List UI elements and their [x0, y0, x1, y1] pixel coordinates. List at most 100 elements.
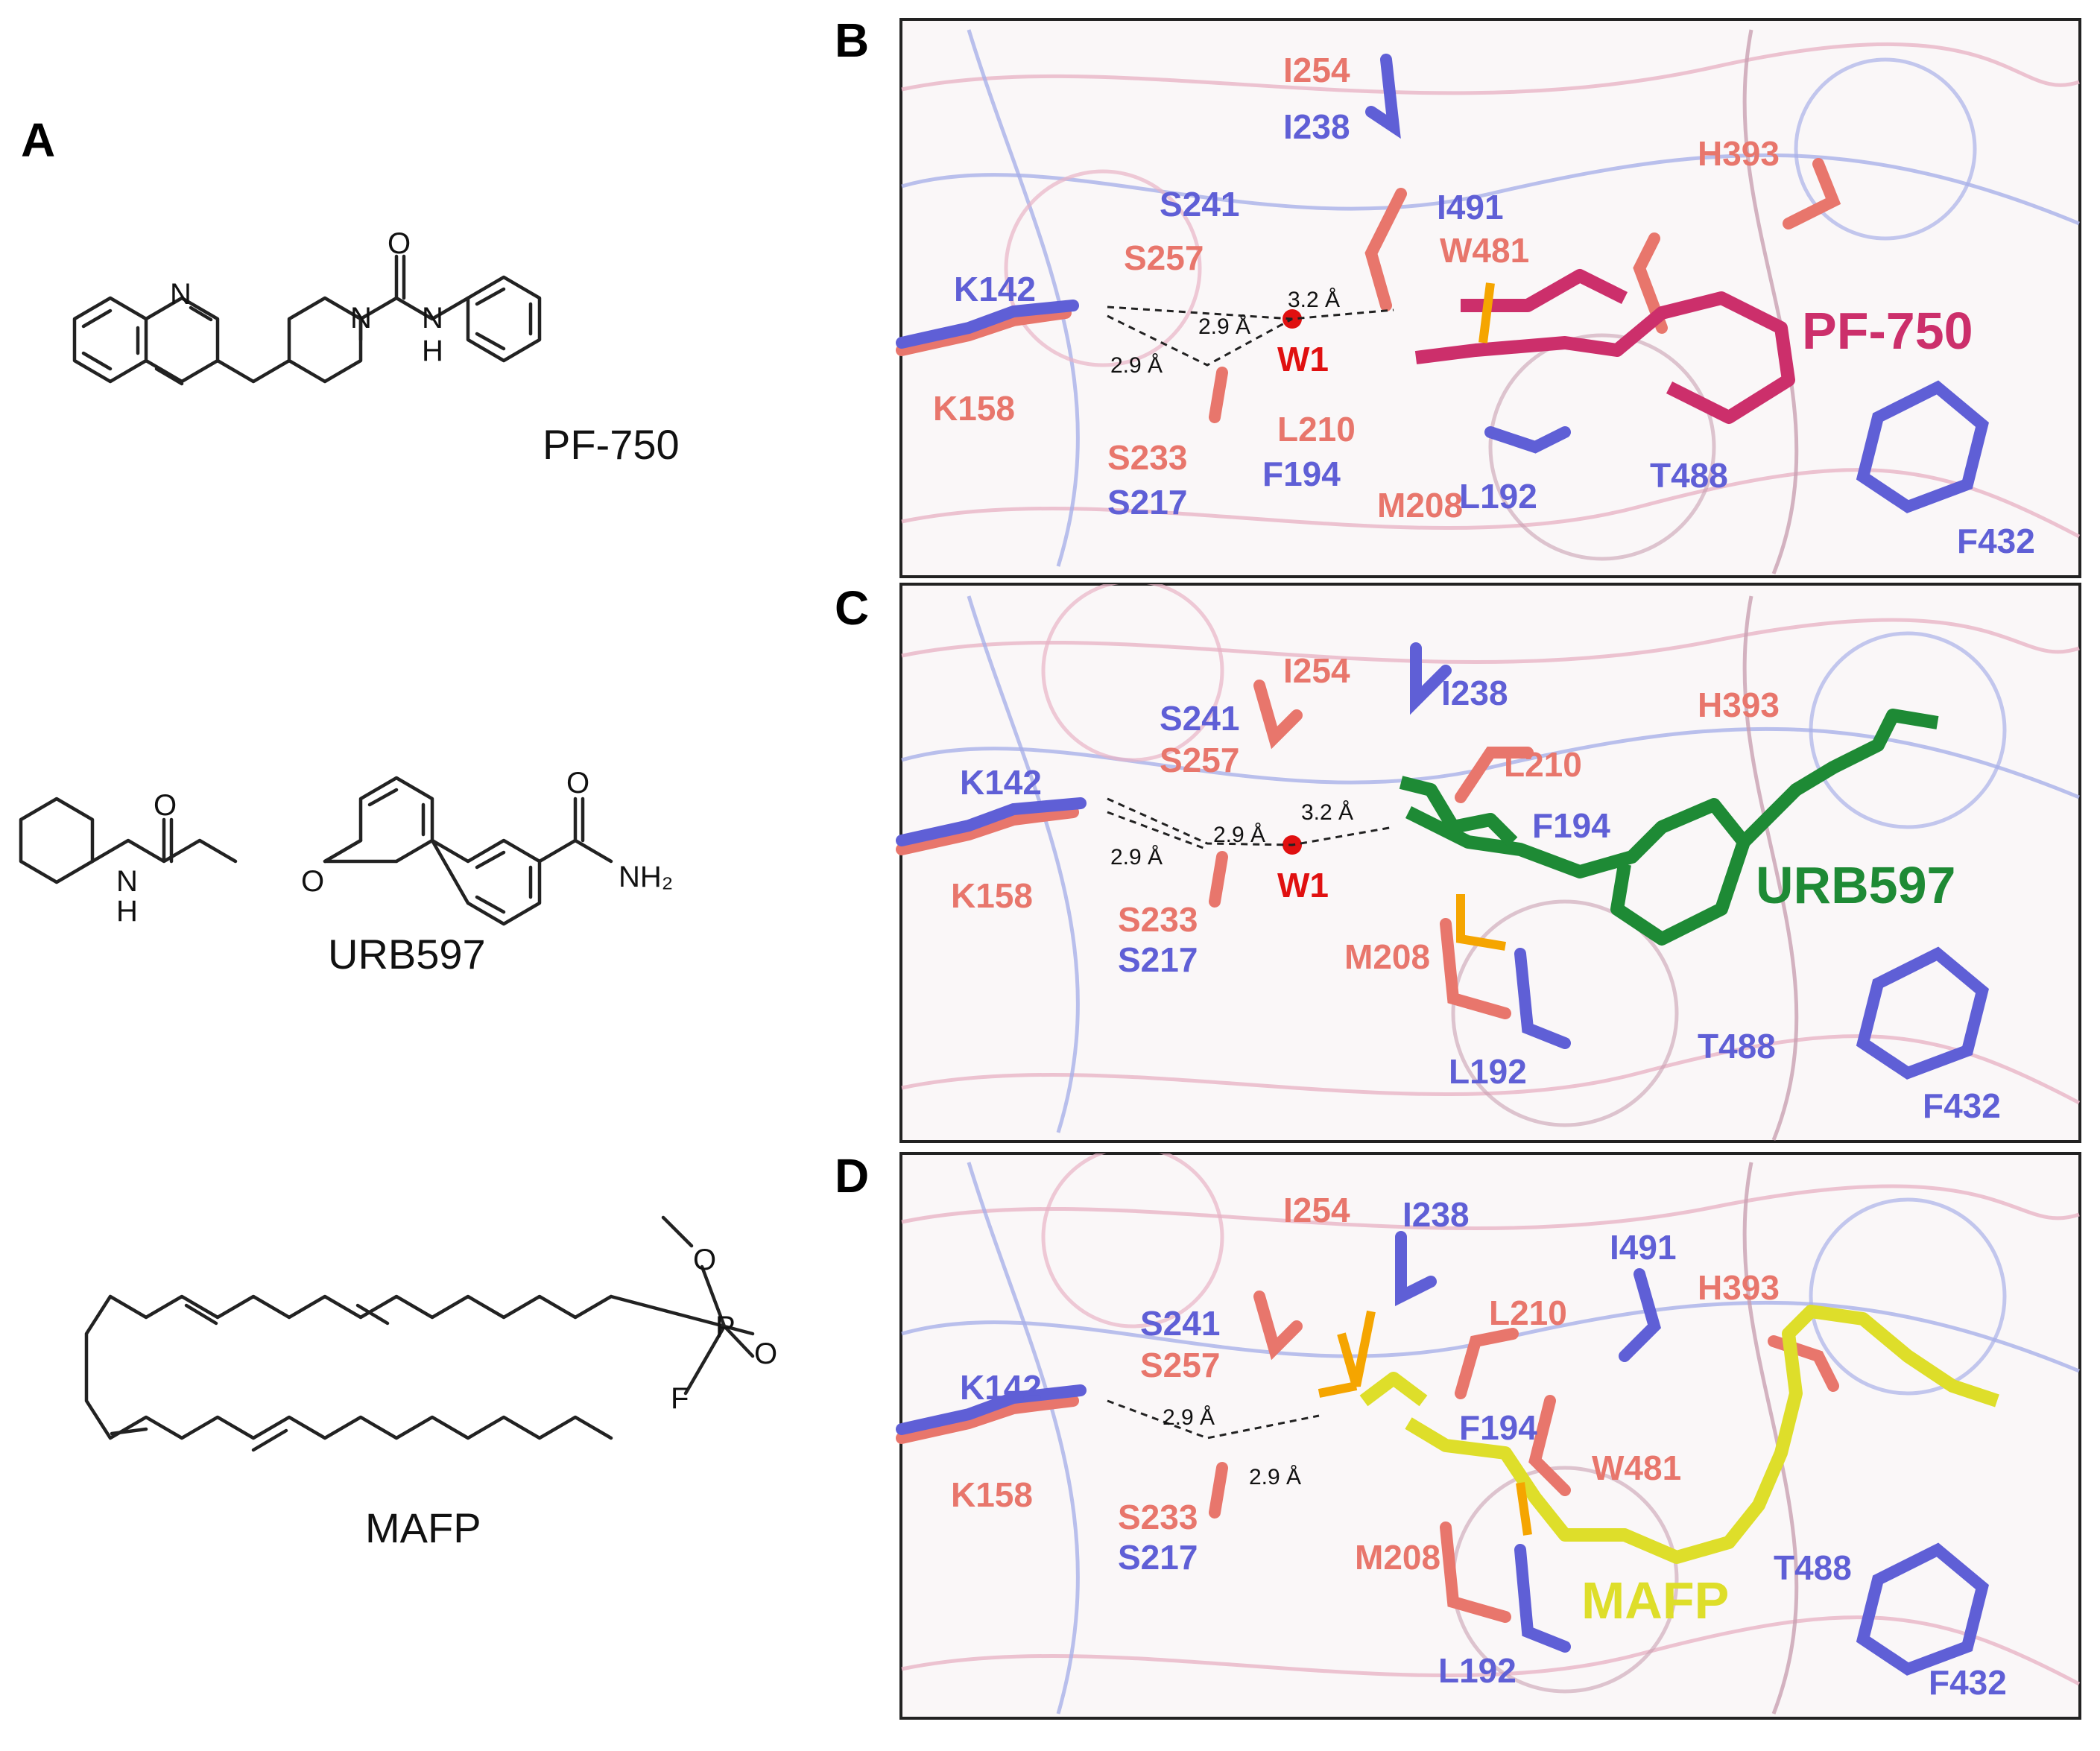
atom-o-urea: O: [388, 227, 411, 260]
label-i254-c: I254: [1283, 651, 1350, 690]
label-i254-b: I254: [1283, 51, 1350, 89]
dist-d-1: 2.9 Å: [1163, 1405, 1215, 1430]
molecule-name-pf750: PF-750: [543, 421, 680, 468]
label-k142-c: K142: [960, 763, 1042, 802]
pf750-structure: N O N N H PF-750: [72, 227, 680, 468]
dist-c-1: 3.2 Å: [1301, 800, 1353, 825]
label-s233-b: S233: [1107, 438, 1187, 477]
label-w1-c: W1: [1277, 866, 1329, 905]
label-f194-d: F194: [1459, 1408, 1537, 1447]
panel-label-b: B: [835, 13, 869, 67]
label-l210-d: L210: [1489, 1294, 1567, 1332]
atom-n-quinoline: N: [170, 278, 192, 311]
label-i254-d: I254: [1283, 1191, 1350, 1229]
label-i491-d: I491: [1610, 1228, 1677, 1267]
label-s217-c: S217: [1118, 940, 1198, 979]
label-s241-b: S241: [1160, 185, 1239, 224]
mafp-structure: O P O F MAFP: [84, 1215, 777, 1551]
molecule-name-mafp: MAFP: [365, 1504, 481, 1551]
dist-b-2: 2.9 Å: [1198, 314, 1250, 339]
atom-n-piperidine: N: [350, 302, 372, 335]
panel-c-frame: [899, 583, 2081, 1143]
dist-d-2: 2.9 Å: [1249, 1465, 1301, 1489]
label-t488-b: T488: [1650, 456, 1728, 495]
molecule-name-urb597: URB597: [328, 931, 486, 978]
atom-o-ester: O: [301, 865, 324, 898]
label-w481-b: W481: [1440, 231, 1529, 270]
panel-c-labels: I254 I238 H393 S241 S257 L210 K142 3.2 Å…: [951, 651, 2001, 1125]
label-f194-b: F194: [1262, 455, 1341, 493]
dist-b-1: 3.2 Å: [1288, 288, 1340, 312]
label-h393-c: H393: [1698, 685, 1780, 724]
atom-o-carbonyl: O: [154, 789, 177, 822]
label-h393-d: H393: [1698, 1268, 1780, 1307]
label-s257-d: S257: [1140, 1346, 1220, 1384]
panel-d-sticks: [896, 1231, 1999, 1676]
label-i238-b: I238: [1283, 107, 1350, 146]
label-s233-d: S233: [1118, 1498, 1198, 1536]
panel-label-a: A: [21, 113, 55, 167]
label-f432-b: F432: [1957, 522, 2035, 560]
atom-p: P: [715, 1311, 736, 1343]
label-w1-b: W1: [1277, 340, 1329, 379]
label-s241-c: S241: [1160, 699, 1239, 738]
label-ligand-pf750: PF-750: [1802, 302, 1973, 360]
label-t488-d: T488: [1774, 1548, 1852, 1587]
panel-b-backbone: [901, 29, 2080, 574]
atom-o-phosphoryl: O: [754, 1337, 777, 1370]
label-m208-c: M208: [1344, 937, 1430, 976]
dist-c-3: 2.9 Å: [1110, 845, 1163, 870]
panel-a: A N O N N H PF-750: [19, 113, 777, 1551]
label-i238-d: I238: [1402, 1195, 1470, 1234]
label-s257-c: S257: [1160, 741, 1239, 779]
atom-nh2: NH₂: [619, 861, 673, 893]
label-k158-b: K158: [933, 389, 1015, 428]
label-s217-b: S217: [1107, 483, 1187, 522]
dist-b-3: 2.9 Å: [1110, 353, 1163, 378]
panel-label-c: C: [835, 581, 869, 635]
panel-c-sticks: [896, 642, 1989, 1080]
atom-o-amide: O: [566, 767, 589, 799]
label-k158-c: K158: [951, 876, 1033, 915]
panel-d-labels: I254 I238 I491 H393 L210 S241 S257 K142 …: [951, 1191, 2007, 1702]
label-f432-c: F432: [1923, 1086, 2001, 1125]
label-l192-d: L192: [1438, 1651, 1517, 1690]
label-h393-b: H393: [1698, 134, 1780, 173]
atom-h-carbamate: H: [116, 895, 138, 928]
atom-n-amide: N: [422, 302, 443, 335]
panel-b: B I254: [835, 13, 2081, 578]
label-s241-d: S241: [1140, 1304, 1220, 1343]
panel-b-labels: I254 I238 H393 S241 I491 S257 W481 K142 …: [933, 51, 2035, 560]
label-i491-b: I491: [1437, 188, 1504, 227]
label-ligand-mafp: MAFP: [1581, 1571, 1729, 1630]
label-l210-c: L210: [1504, 745, 1582, 784]
label-l210-b: L210: [1277, 410, 1356, 449]
label-ligand-urb597: URB597: [1756, 856, 1955, 914]
label-f432-d: F432: [1929, 1663, 2007, 1702]
urb597-structure: N H O O O NH₂ URB597: [19, 767, 673, 978]
atom-h-amide: H: [422, 335, 443, 367]
label-f194-c: F194: [1532, 806, 1610, 845]
label-k142-d: K142: [960, 1368, 1042, 1407]
panel-label-d: D: [835, 1149, 869, 1203]
label-m208-d: M208: [1355, 1538, 1440, 1577]
dist-c-2: 2.9 Å: [1213, 823, 1265, 847]
label-t488-c: T488: [1698, 1027, 1776, 1066]
label-s233-c: S233: [1118, 900, 1198, 939]
panel-b-sticks: [896, 54, 1989, 513]
atom-f: F: [671, 1382, 689, 1415]
panel-c: C I: [835, 581, 2081, 1143]
label-k142-b: K142: [954, 270, 1036, 308]
atom-o-methoxy: O: [693, 1244, 716, 1276]
panel-c-backbone: [901, 584, 2080, 1141]
label-s257-b: S257: [1124, 238, 1204, 277]
label-s217-d: S217: [1118, 1538, 1198, 1577]
label-k158-d: K158: [951, 1475, 1033, 1514]
label-l192-c: L192: [1449, 1052, 1527, 1091]
label-w481-d: W481: [1592, 1448, 1681, 1487]
label-i238-c: I238: [1441, 674, 1508, 712]
label-l192-b: L192: [1459, 477, 1537, 516]
label-m208-b: M208: [1377, 486, 1463, 525]
panel-d: D: [835, 1149, 2081, 1720]
